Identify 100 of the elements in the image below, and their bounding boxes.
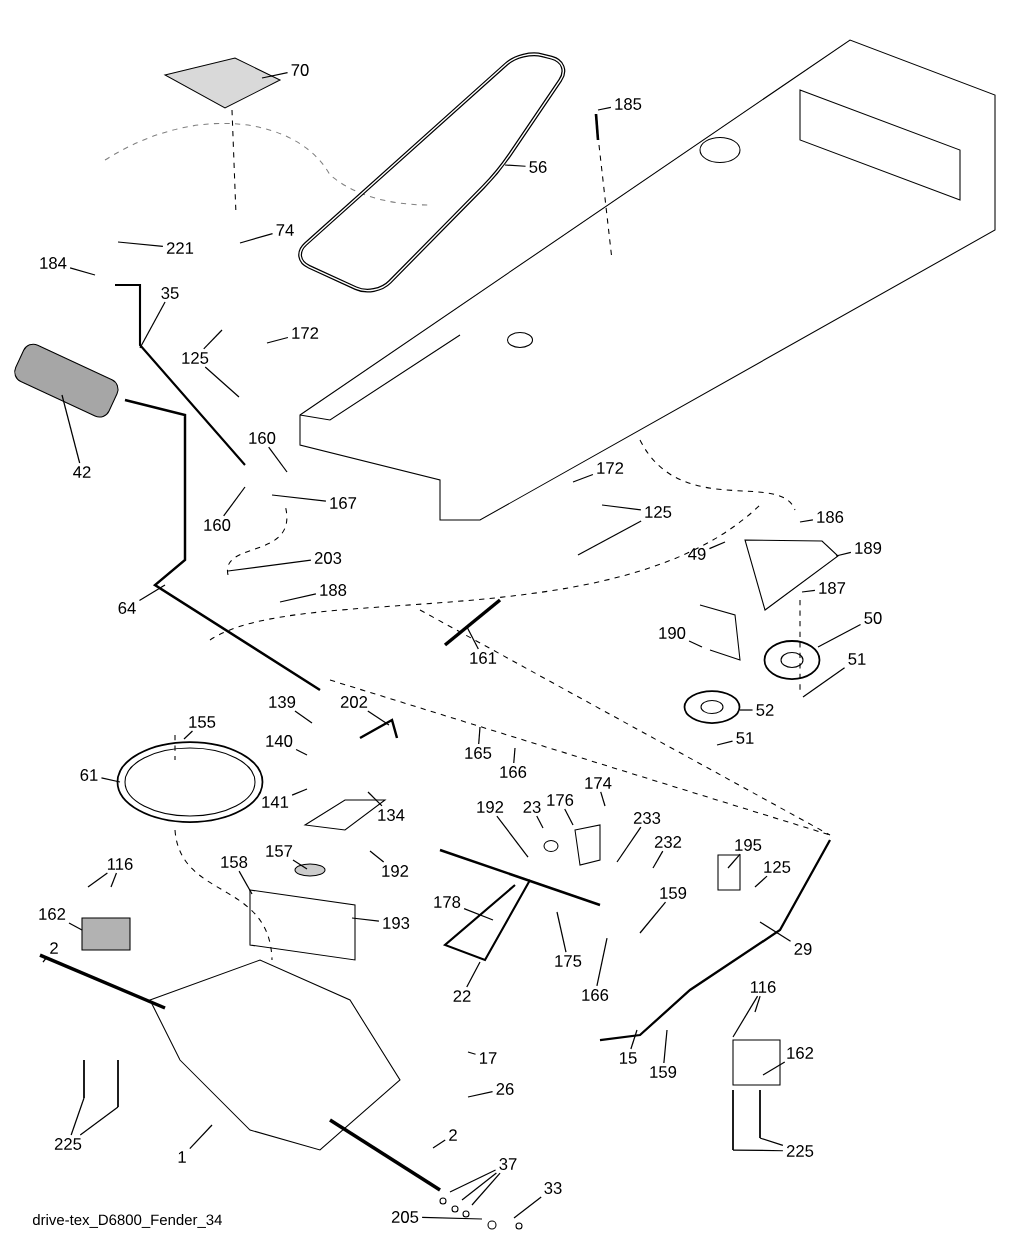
callout-number: 125	[182, 352, 209, 364]
leader-line	[42, 956, 48, 963]
leader-line	[295, 748, 308, 756]
leader-line	[504, 164, 527, 167]
leader-line	[421, 1216, 483, 1220]
callout-number: 186	[817, 511, 844, 523]
leader-line	[138, 584, 166, 602]
leader-line	[754, 995, 761, 1013]
callout-number: 23	[523, 801, 541, 813]
leader-line	[471, 1172, 501, 1206]
leader-line	[268, 446, 288, 473]
leader-line	[239, 233, 274, 244]
leader-line	[204, 366, 240, 398]
callout-number: 178	[434, 896, 461, 908]
callout-number: 51	[736, 732, 754, 744]
leader-line	[227, 559, 312, 572]
leader-line	[799, 519, 814, 523]
callout-number: 74	[276, 224, 294, 236]
leader-line	[536, 815, 544, 829]
leader-line	[716, 740, 734, 746]
callout-number: 134	[378, 809, 405, 821]
callout-number: 203	[314, 552, 342, 564]
callout-number: 125	[645, 506, 672, 518]
callout-number: 161	[470, 652, 497, 664]
leader-line	[496, 815, 529, 858]
leader-line	[556, 911, 567, 953]
callout-number: 26	[496, 1083, 514, 1095]
callout-number: 162	[787, 1047, 814, 1059]
callout-number: 116	[107, 858, 133, 870]
callout-number: 233	[633, 812, 661, 824]
callout-number: 52	[756, 704, 774, 716]
leader-line	[708, 541, 726, 550]
leader-line	[110, 872, 118, 888]
callout-number: 35	[161, 287, 179, 299]
leader-line	[688, 640, 703, 648]
callout-number: 50	[864, 612, 882, 624]
callout-number: 159	[660, 887, 687, 899]
callout-number: 22	[453, 990, 471, 1002]
callout-number: 192	[382, 865, 409, 877]
callout-number: 56	[529, 161, 547, 173]
callout-number: 172	[597, 462, 624, 474]
callout-number: 165	[465, 747, 492, 759]
callout-number: 225	[786, 1145, 814, 1157]
leader-line	[572, 473, 594, 483]
callout-number: 70	[291, 64, 309, 76]
leader-line	[467, 1051, 477, 1055]
leader-line	[739, 709, 754, 711]
callout-number: 51	[848, 653, 866, 665]
callout-number: 232	[654, 836, 682, 848]
callout-number: 189	[855, 542, 882, 554]
leader-line	[577, 520, 642, 556]
leader-line	[139, 301, 166, 349]
leader-line	[600, 791, 606, 807]
callout-number: 190	[659, 627, 686, 639]
leader-line	[597, 106, 612, 111]
callout-number: 162	[39, 908, 66, 920]
leader-line	[261, 72, 289, 79]
leader-line	[801, 589, 816, 593]
leader-line	[564, 808, 574, 826]
leader-line	[69, 267, 96, 276]
callout-number: 29	[794, 943, 812, 955]
callout-number: 159	[650, 1066, 677, 1078]
leader-line	[616, 826, 642, 863]
callout-number: 15	[620, 1052, 637, 1064]
leader-line	[762, 1061, 786, 1076]
callout-number: 125	[764, 861, 791, 873]
callout-number: 188	[320, 584, 347, 596]
callout-number: 33	[544, 1182, 562, 1194]
callout-number: 140	[266, 735, 293, 747]
leader-line	[463, 908, 494, 921]
callout-number: 172	[292, 327, 319, 339]
leader-line	[513, 1196, 542, 1219]
callout-number: 64	[118, 602, 136, 614]
leader-line	[203, 329, 223, 350]
leader-line	[652, 850, 664, 869]
leader-line	[630, 1029, 638, 1050]
leader-line	[369, 850, 385, 863]
callout-number: 2	[449, 1129, 457, 1141]
leader-line	[79, 1106, 119, 1136]
callout-number: 174	[585, 777, 612, 789]
callout-number: 166	[582, 989, 609, 1001]
leader-line	[449, 1169, 497, 1193]
leader-line	[466, 961, 481, 988]
callout-number: 167	[330, 497, 357, 509]
leader-line	[68, 922, 83, 931]
leader-line	[639, 901, 667, 934]
leader-line	[367, 710, 390, 726]
callout-number: 192	[477, 801, 504, 813]
leader-line	[754, 875, 768, 888]
leader-line	[596, 937, 608, 987]
callout-number: 141	[262, 796, 289, 808]
leader-line	[100, 777, 121, 783]
callout-number: 49	[688, 548, 706, 560]
leader-line	[61, 394, 81, 464]
file-name-label: drive-tex_D6800_Fender_34	[32, 1214, 222, 1228]
leader-line	[601, 504, 642, 511]
leader-line	[291, 788, 308, 796]
callout-number: 1	[178, 1151, 186, 1163]
leader-line	[663, 1029, 668, 1064]
leader-line	[223, 486, 246, 517]
